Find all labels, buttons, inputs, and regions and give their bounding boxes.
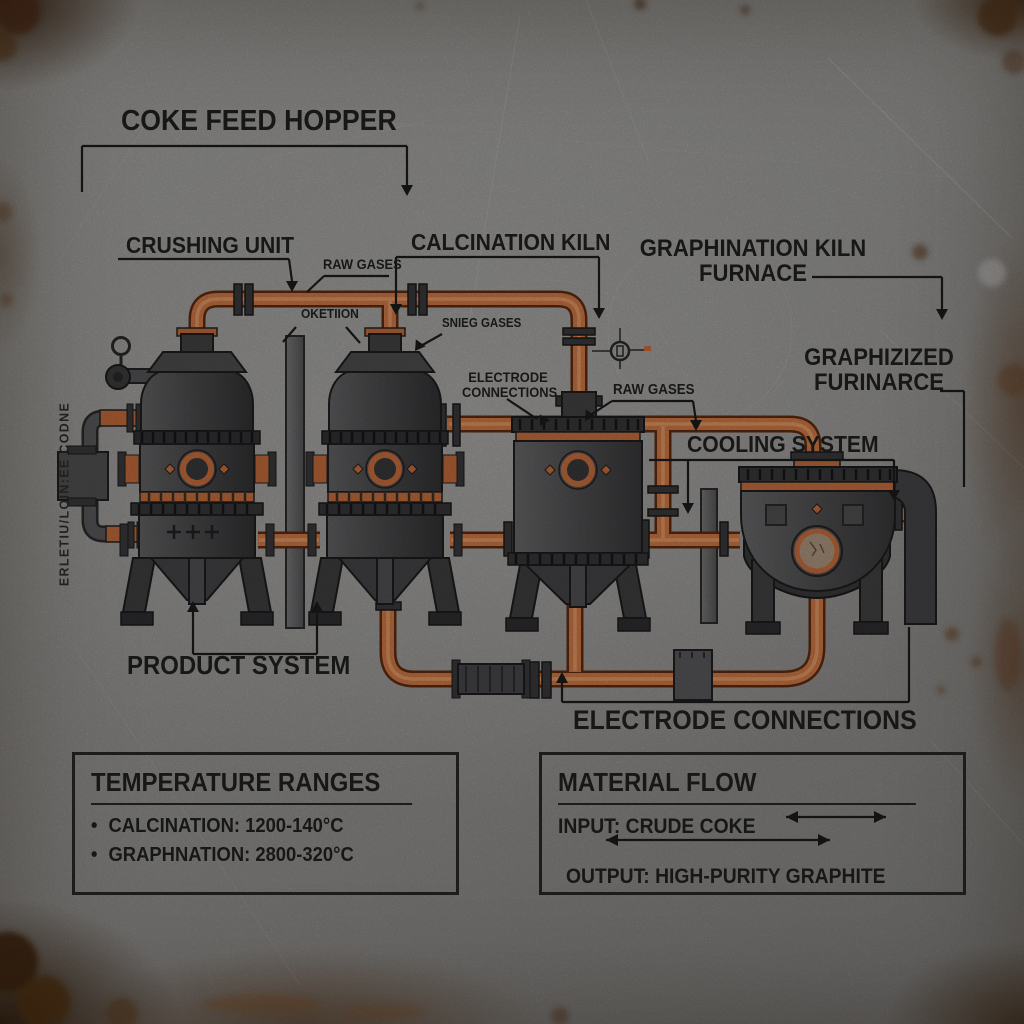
label-electrode-connections-bottom: ELECTRODE CONNECTIONS — [573, 705, 917, 735]
label-line: GRAPHINATION KILN — [639, 235, 867, 262]
label-crushing-unit: CRUSHING UNIT — [126, 232, 295, 258]
label-line: FURNACE — [699, 260, 807, 288]
label-raw-gases-top: RAW GASES — [323, 256, 402, 272]
material-output-row: OUTPUT: HIGH-PURITY GRAPHITE — [566, 865, 886, 888]
bullet-icon: • — [91, 815, 98, 837]
temperature-ranges-box: TEMPERATURE RANGES • CALCINATION: 1200-14… — [72, 752, 459, 895]
material-flow-box: MATERIAL FLOW INPUT: CRUDE COKE OUTPUT: … — [539, 752, 966, 895]
temperature-item-graphnation: • GRAPHNATION: 2800-320°C — [91, 844, 412, 867]
label-oketiion: OKETIION — [301, 306, 359, 321]
bullet-icon: • — [91, 844, 98, 866]
temperature-item-calcination: • CALCINATION: 1200-140°C — [91, 815, 412, 838]
label-line: GRAPHIZIZED — [804, 344, 954, 371]
material-input-row: INPUT: CRUDE COKE — [558, 815, 756, 838]
temperature-item-text: CALCINATION: 1200-140°C — [108, 815, 344, 837]
temperature-item-text: GRAPHNATION: 2800-320°C — [108, 844, 354, 866]
label-raw-gases-mid: RAW GASES — [613, 382, 695, 398]
label-snieg-gases: SNIEG GASES — [442, 316, 522, 330]
label-side-vertical: ERLETIU/LOIN:EE CODNE — [56, 401, 72, 587]
label-line: FURINARCE — [813, 369, 945, 397]
material-box-title: MATERIAL FLOW — [558, 767, 916, 805]
label-cooling-system: COOLING SYSTEM — [687, 431, 879, 457]
temperature-box-title: TEMPERATURE RANGES — [91, 767, 413, 805]
label-line: CONNECTIONS — [462, 383, 558, 400]
label-line: ELECTRODE — [468, 369, 548, 385]
label-calcination-kiln: CALCINATION KILN — [411, 229, 611, 255]
label-product-system: PRODUCT SYSTEM — [127, 650, 351, 680]
label-coke-feed-hopper: COKE FEED HOPPER — [121, 105, 397, 137]
